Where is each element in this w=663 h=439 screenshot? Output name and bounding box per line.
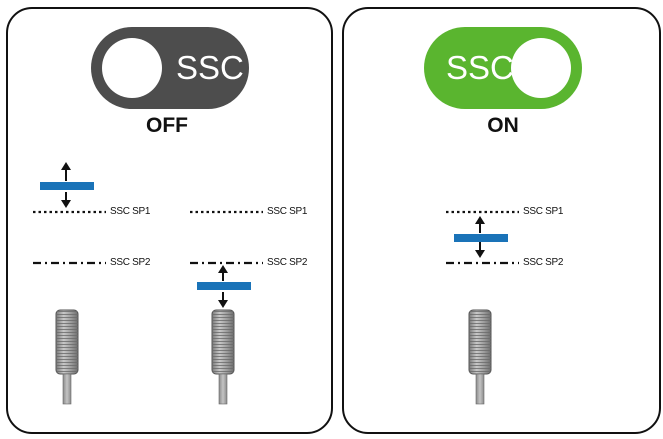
toggle-label: SSC [176, 49, 244, 86]
sp2-label: SSC SP2 [267, 257, 308, 268]
up-down-arrow-icon [61, 162, 71, 208]
off-left-column [33, 162, 106, 405]
proximity-sensor-icon [468, 309, 492, 405]
proximity-sensor-icon [211, 309, 235, 405]
up-down-arrow-icon [218, 265, 228, 308]
state-label-off: OFF [146, 114, 188, 137]
on-column [446, 210, 519, 405]
state-label-on: ON [487, 114, 519, 137]
up-down-arrow-icon [475, 216, 485, 258]
sp1-label: SSC SP1 [267, 206, 308, 217]
sp1-label: SSC SP1 [523, 206, 564, 217]
off-right-column [190, 210, 263, 405]
toggle-knob [102, 38, 162, 98]
target-bar [454, 234, 508, 242]
target-bar [197, 282, 251, 290]
ssc-toggle-on[interactable]: SSC [424, 27, 582, 109]
toggle-knob [511, 38, 571, 98]
ssc-toggle-off[interactable]: SSC [91, 27, 249, 109]
toggle-label: SSC [446, 49, 514, 86]
proximity-sensor-icon [55, 309, 79, 405]
sp2-label: SSC SP2 [523, 257, 564, 268]
sp1-label: SSC SP1 [110, 206, 151, 217]
sp2-label: SSC SP2 [110, 257, 151, 268]
target-bar [40, 182, 94, 190]
